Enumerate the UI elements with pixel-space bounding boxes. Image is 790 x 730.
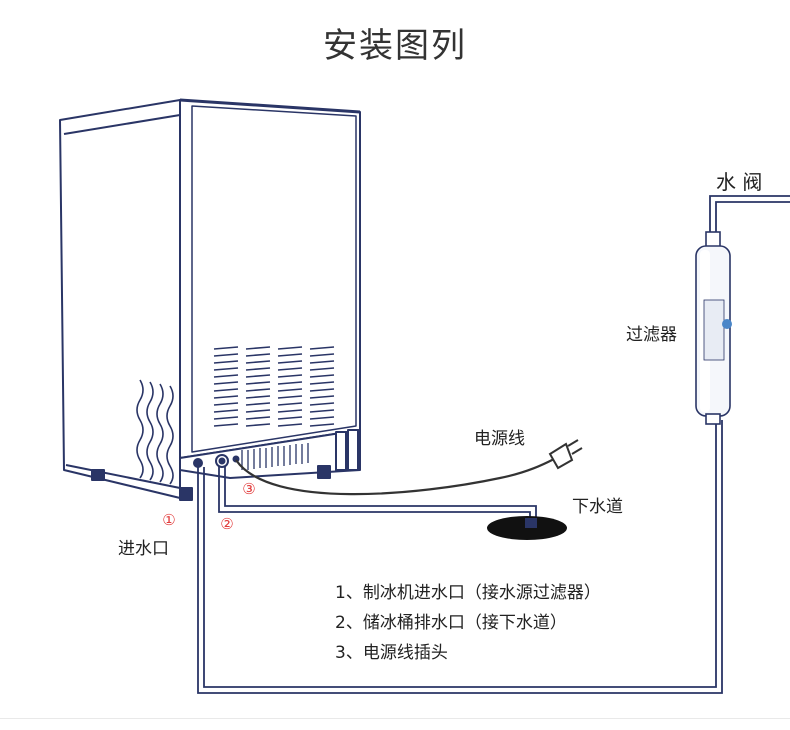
vent-slat xyxy=(245,388,271,392)
vent-slat xyxy=(309,402,335,406)
machine-foot xyxy=(91,469,105,481)
label-filter: 过滤器 xyxy=(626,325,677,345)
side-vents xyxy=(136,379,174,485)
vent-slat xyxy=(277,395,303,399)
vent-slat xyxy=(309,381,335,385)
machine-foot xyxy=(317,465,331,479)
bottom-divider xyxy=(0,718,790,719)
vent-slat xyxy=(245,423,271,427)
back-vents xyxy=(213,346,335,427)
machine-foot xyxy=(179,487,193,501)
vent-slat xyxy=(213,381,239,385)
vent-slat xyxy=(277,388,303,392)
power-cord xyxy=(235,457,557,496)
water-filter xyxy=(695,231,732,425)
label-water-valve: 水 阀 xyxy=(716,170,763,194)
vent-slat xyxy=(245,381,271,385)
vent-slat xyxy=(245,374,271,378)
vent-slat xyxy=(309,388,335,392)
vent-slat xyxy=(277,402,303,406)
machine-back-panel xyxy=(179,99,361,459)
vent-slat xyxy=(309,360,335,364)
water-inlet-port xyxy=(193,458,203,468)
page-title: 安装图列 xyxy=(323,26,467,66)
vent-slat xyxy=(309,423,335,427)
vent-slat xyxy=(309,374,335,378)
legend-item: 2、储冰桶排水口（接下水道） xyxy=(335,613,567,633)
valve-pipe xyxy=(709,195,790,236)
marker-1: ① xyxy=(162,511,176,529)
vent-slat xyxy=(277,367,303,371)
vent-slat xyxy=(213,395,239,399)
vent-slat xyxy=(213,388,239,392)
vent-slat xyxy=(245,395,271,399)
inlet-pipe xyxy=(197,420,723,694)
power-plug xyxy=(548,439,583,470)
legend: 1、制冰机进水口（接水源过滤器） 2、储冰桶排水口（接下水道） 3、电源线插头 xyxy=(335,578,601,668)
vent-slat xyxy=(213,353,239,357)
vent-slat xyxy=(277,374,303,378)
vent-slat xyxy=(213,416,239,420)
machine-leg xyxy=(347,429,359,471)
vent-slat xyxy=(213,409,239,413)
label-drain: 下水道 xyxy=(572,497,623,517)
vent-slat xyxy=(309,409,335,413)
vent-slat xyxy=(309,367,335,371)
vent-slat xyxy=(245,402,271,406)
vent-slat xyxy=(213,346,239,350)
vent-slat xyxy=(277,346,303,350)
vent-slat xyxy=(245,409,271,413)
vent-slat xyxy=(245,346,271,350)
vent-slat xyxy=(245,416,271,420)
vent-slat xyxy=(245,353,271,357)
vent-slat xyxy=(245,367,271,371)
vent-slat xyxy=(309,346,335,350)
vent-slat xyxy=(277,416,303,420)
vent-slat xyxy=(213,423,239,427)
vent-slat xyxy=(277,381,303,385)
vent-slat xyxy=(277,423,303,427)
label-power-cord: 电源线 xyxy=(474,429,525,449)
vent-slat xyxy=(213,374,239,378)
ice-machine xyxy=(59,98,361,501)
vent-slat xyxy=(309,353,335,357)
vent-slat xyxy=(309,416,335,420)
marker-3: ③ xyxy=(242,480,256,498)
vent-slat xyxy=(277,360,303,364)
marker-2: ② xyxy=(220,515,234,533)
legend-item: 1、制冰机进水口（接水源过滤器） xyxy=(335,583,601,603)
vent-slat xyxy=(277,409,303,413)
vent-slat xyxy=(213,402,239,406)
label-water-inlet: 进水口 xyxy=(118,539,169,559)
vent-slat xyxy=(213,367,239,371)
vent-slat xyxy=(213,360,239,364)
filter-logo-icon xyxy=(722,319,732,329)
machine-leg xyxy=(335,431,347,471)
legend-item: 3、电源线插头 xyxy=(335,643,448,663)
vent-slat xyxy=(245,360,271,364)
vent-slat xyxy=(309,395,335,399)
vent-slat xyxy=(277,353,303,357)
